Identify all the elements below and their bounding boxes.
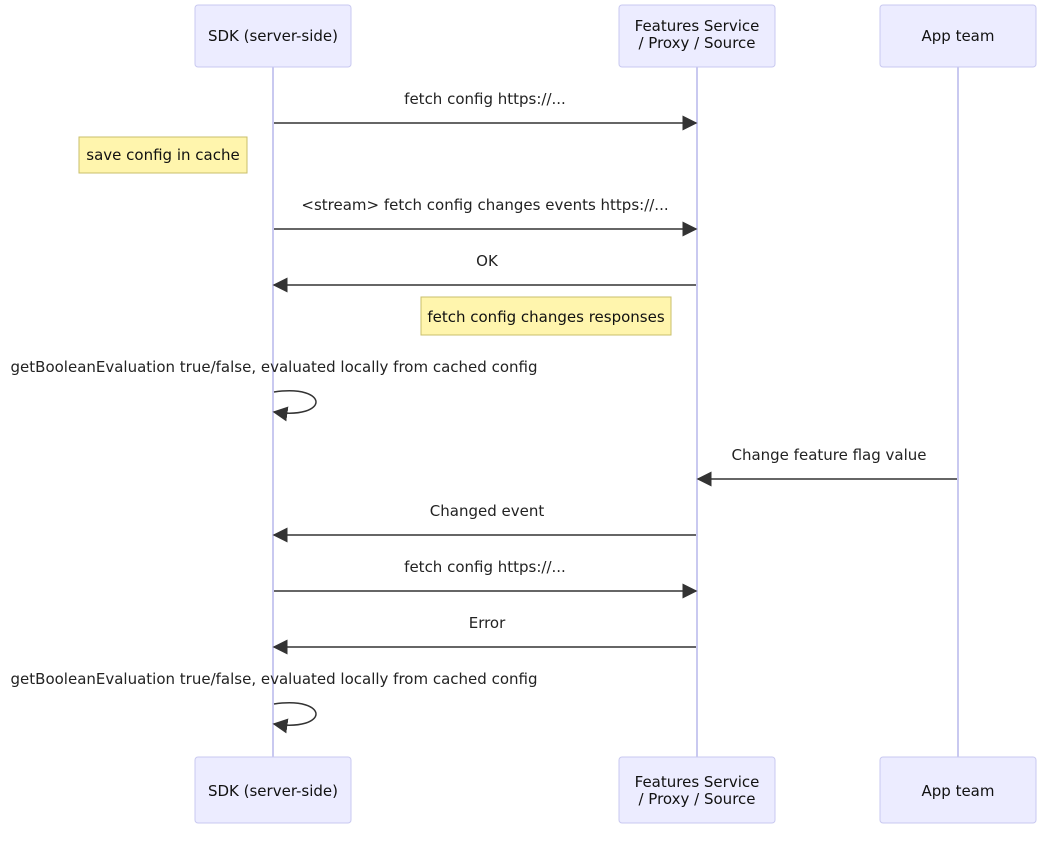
message-label: fetch config https://... bbox=[404, 558, 566, 576]
note-text: fetch config changes responses bbox=[427, 308, 664, 326]
note-text: save config in cache bbox=[86, 146, 239, 164]
message-label: Changed event bbox=[430, 502, 545, 520]
actor-bottom-sdk: SDK (server-side) bbox=[194, 756, 352, 824]
actor-top-app-team: App team bbox=[879, 4, 1037, 68]
message-label: <stream> fetch config changes events htt… bbox=[301, 196, 668, 214]
note-save-config: save config in cache bbox=[78, 136, 248, 174]
note-config-changes-responses: fetch config changes responses bbox=[420, 296, 672, 336]
message-label: OK bbox=[476, 252, 499, 270]
self-message-loop bbox=[272, 390, 317, 422]
actor-top-features-service: Features Service / Proxy / Source bbox=[618, 4, 776, 68]
message-label: getBooleanEvaluation true/false, evaluat… bbox=[11, 358, 538, 376]
actor-bottom-features-service: Features Service / Proxy / Source bbox=[618, 756, 776, 824]
actor-label: / Proxy / Source bbox=[638, 34, 755, 52]
actor-label: Features Service bbox=[635, 773, 760, 791]
actor-label: SDK (server-side) bbox=[208, 782, 338, 800]
self-message-loop bbox=[272, 702, 317, 734]
message-label: Error bbox=[469, 614, 506, 632]
actor-label: App team bbox=[922, 782, 995, 800]
actor-label: / Proxy / Source bbox=[638, 790, 755, 808]
message-label: fetch config https://... bbox=[404, 90, 566, 108]
actor-top-sdk: SDK (server-side) bbox=[194, 4, 352, 68]
actor-label: SDK (server-side) bbox=[208, 27, 338, 45]
message-label: getBooleanEvaluation true/false, evaluat… bbox=[11, 670, 538, 688]
actor-bottom-app-team: App team bbox=[879, 756, 1037, 824]
actor-label: Features Service bbox=[635, 17, 760, 35]
message-label: Change feature flag value bbox=[731, 446, 926, 464]
actor-label: App team bbox=[922, 27, 995, 45]
